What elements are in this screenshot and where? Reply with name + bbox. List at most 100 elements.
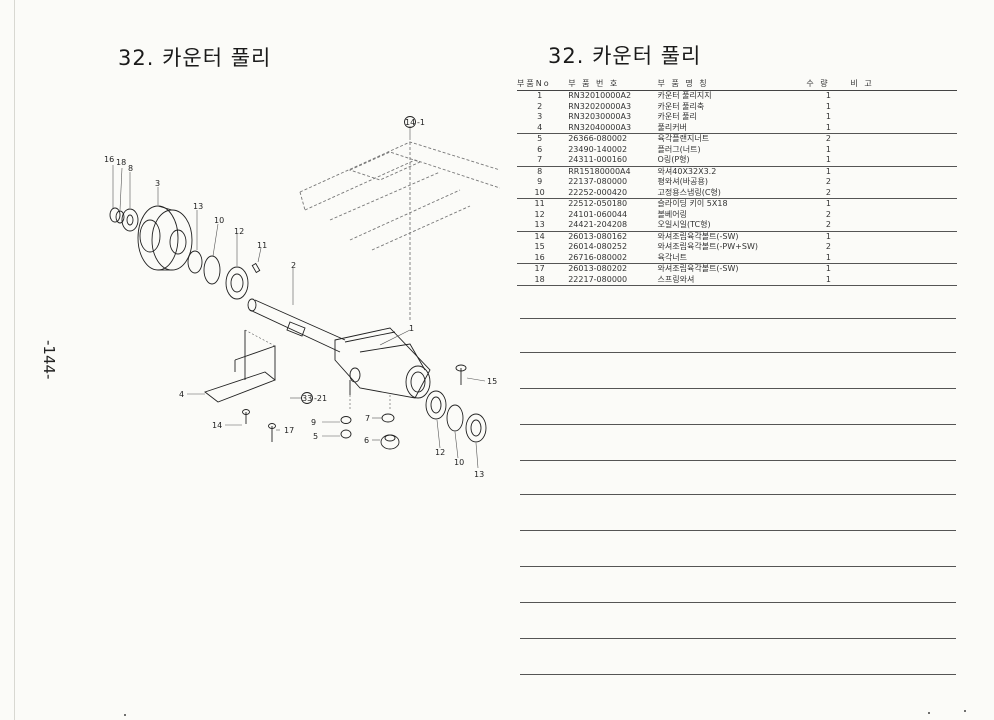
part-name-cell: 풀리커버 <box>657 122 807 134</box>
part-label: 6 <box>364 436 369 445</box>
part-code-cell: RR15180000A4 <box>568 166 631 176</box>
page-title-left: 32. 카운터 풀리 <box>118 46 272 70</box>
part-label: 5 <box>313 432 318 441</box>
part-qty-cell: 1 <box>825 112 831 122</box>
part-qty-cell: 1 <box>825 144 831 154</box>
ruled-line <box>520 494 956 495</box>
part-name-cell: 슬라이딩 키이 5X18 <box>657 199 728 209</box>
part-remark-cell <box>850 102 957 113</box>
shaft-part <box>247 298 346 353</box>
part-remark-cell <box>850 187 957 199</box>
part-qty-cell: 1 <box>825 91 831 101</box>
exploded-parts-diagram: 14 -1 33 -21 16 18 8 3 13 10 12 11 2 1 1… <box>104 116 500 479</box>
bearing-seal-left <box>187 250 261 300</box>
part-qty-cell: 2 <box>825 242 831 252</box>
col-header-qty: 수 량 <box>806 78 851 91</box>
part-name-cell: 육각플랜지너트 <box>657 134 710 144</box>
part-remark-cell <box>850 166 957 177</box>
part-no-cell: 4 <box>517 122 563 134</box>
part-remark-cell <box>850 231 957 242</box>
part-label: 12 <box>435 448 445 457</box>
part-name-cell: 볼베어링 <box>657 209 687 219</box>
part-code-cell: 22252-000420 <box>562 187 658 199</box>
part-label: 12 <box>234 227 244 236</box>
part-label: 2 <box>291 261 296 270</box>
part-label: 4 <box>179 390 184 399</box>
part-code-cell: 24421-204208 <box>562 220 658 232</box>
part-code-cell: 24311-000160 <box>562 155 658 167</box>
ruled-line <box>520 638 956 639</box>
part-qty-cell: 2 <box>825 209 831 219</box>
part-no-cell: 3 <box>537 112 543 122</box>
part-remark-cell <box>850 177 957 188</box>
ruled-line <box>520 424 956 425</box>
col-header-name: 부 품 명 칭 <box>657 78 807 91</box>
ruled-line <box>520 388 956 389</box>
part-label: 7 <box>365 414 370 423</box>
callout-label: 14 <box>405 118 415 127</box>
part-name-cell: 고정용스냅링(C형) <box>657 187 807 199</box>
part-label: 13 <box>474 470 484 479</box>
ruled-line <box>520 530 956 531</box>
part-qty-cell: 1 <box>825 231 831 241</box>
small-parts <box>242 364 467 450</box>
part-code-cell: 23490-140002 <box>568 144 628 154</box>
ruled-line <box>520 352 956 353</box>
part-no-cell: 16 <box>517 252 563 264</box>
part-no-cell: 12 <box>534 209 545 219</box>
part-label: 11 <box>257 241 267 250</box>
part-qty-cell: 2 <box>806 187 851 199</box>
callout-suffix: -21 <box>314 394 327 403</box>
part-no-cell: 5 <box>537 134 543 144</box>
part-label: 17 <box>284 426 294 435</box>
part-label: 9 <box>311 418 316 427</box>
part-code-cell: 26014-080252 <box>568 242 628 252</box>
part-no-cell: 2 <box>537 101 543 111</box>
page-title-right: 32. 카운터 풀리 <box>548 44 702 68</box>
part-label: 3 <box>155 179 160 188</box>
part-qty-cell: 1 <box>825 199 831 209</box>
part-remark-cell <box>850 122 957 134</box>
part-code-cell: RN32030000A3 <box>568 112 632 122</box>
part-qty-cell: 2 <box>825 134 831 144</box>
nut-washer-part <box>109 207 139 232</box>
part-code-cell: RN32020000A3 <box>568 101 632 111</box>
part-remark-cell <box>850 145 957 156</box>
part-name-cell: O링(P형) <box>657 155 807 167</box>
callout-label: 33 <box>302 394 312 403</box>
part-label: 10 <box>454 458 464 467</box>
part-name-cell: 와셔조립육각볼트(-PW+SW) <box>657 242 758 252</box>
part-code-cell: 26013-080202 <box>568 264 628 274</box>
frame-outline <box>299 141 500 320</box>
housing-part <box>334 327 431 399</box>
leader-lines <box>112 126 486 469</box>
part-no-cell: 10 <box>517 187 563 199</box>
part-label: 1 <box>409 324 414 333</box>
col-header-no: 부품No <box>517 78 563 91</box>
part-label: 18 <box>116 158 126 167</box>
cover-plate-part <box>204 330 276 403</box>
callout-circle <box>404 116 416 128</box>
part-qty-cell: 1 <box>825 166 831 176</box>
part-remark-cell <box>850 220 957 232</box>
part-no-cell: 7 <box>517 155 563 167</box>
part-name-cell: 육각너트 <box>657 252 807 264</box>
callout-suffix: -1 <box>417 118 425 127</box>
part-no-cell: 6 <box>537 144 543 154</box>
scan-speck <box>928 712 930 714</box>
part-remark-cell <box>850 264 957 275</box>
part-remark-cell <box>850 242 957 253</box>
part-code-cell: 26716-080002 <box>562 252 658 264</box>
part-label: 10 <box>214 216 224 225</box>
